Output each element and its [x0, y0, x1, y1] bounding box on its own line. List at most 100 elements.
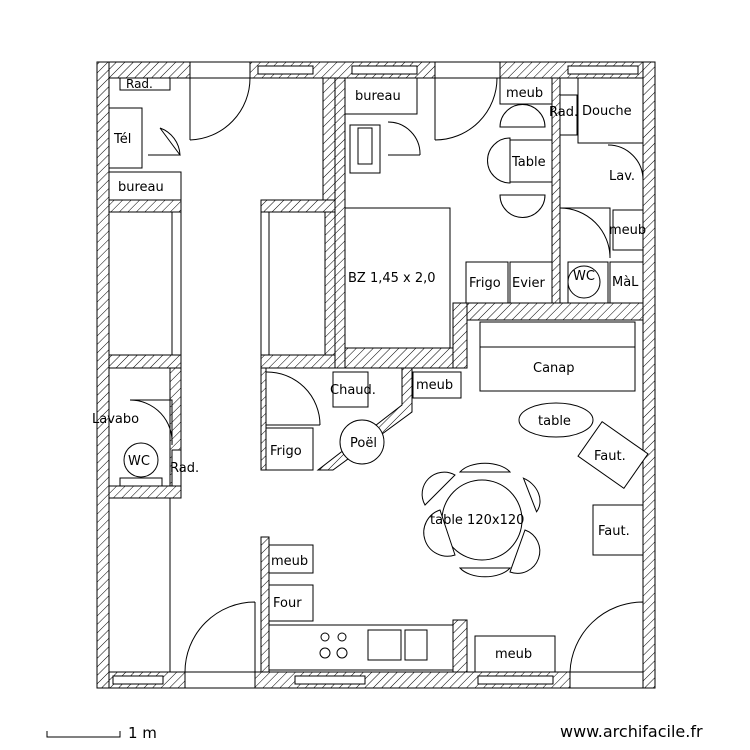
windows	[112, 61, 644, 689]
label-bureau-left: bureau	[118, 180, 164, 195]
faut-1	[577, 421, 649, 489]
closet-left-3	[108, 497, 171, 673]
label-lavabo: Lavabo	[92, 412, 139, 427]
burner-4	[336, 647, 348, 659]
door-bureau	[387, 121, 421, 156]
mal	[609, 261, 644, 304]
window-top-1	[189, 61, 251, 79]
meub-bottom	[474, 635, 556, 673]
wall-room-bottom	[344, 347, 454, 369]
wall-center-h2	[260, 354, 336, 369]
scale-label: 1 m	[128, 724, 157, 742]
chair-bottom	[499, 194, 546, 218]
chair-r2	[522, 477, 541, 513]
frigo-kitchen	[465, 261, 509, 304]
bureau-chair-inner	[357, 127, 373, 165]
wall-left-h3	[108, 485, 182, 499]
window-bottom-4	[477, 675, 554, 685]
doors	[129, 77, 644, 673]
door-wc	[129, 399, 173, 446]
window-bottom-5	[569, 671, 644, 689]
label-tel: Tél	[113, 132, 131, 147]
label-meub-mid: meub	[416, 378, 453, 393]
wc-right-bowl	[567, 265, 601, 299]
chair-r4	[458, 567, 512, 578]
rad-right	[559, 94, 578, 136]
wall-left-h2	[108, 354, 182, 369]
wall-center-v3	[324, 211, 336, 369]
label-evier: Evier	[512, 276, 546, 291]
wall-step-v	[452, 302, 468, 369]
wall-center-v1	[322, 77, 336, 201]
label-table-round: table 120x120	[430, 513, 524, 528]
bureau-left	[108, 171, 182, 201]
door-top-mid	[434, 77, 498, 141]
label-frigo-kitchen: Frigo	[469, 276, 501, 291]
meub-top	[499, 77, 553, 105]
wall-right-lower-v	[452, 619, 468, 673]
door-bath	[559, 207, 611, 259]
label-rad-left: Rad.	[170, 461, 199, 476]
label-mal: MàL	[612, 275, 639, 290]
label-rad-right: Rad.	[549, 105, 578, 120]
label-rad-top: Rad.	[126, 77, 153, 91]
sink-1	[367, 629, 402, 661]
closet-left-2	[268, 211, 326, 356]
window-bottom-1	[112, 675, 164, 685]
wall-step	[452, 302, 644, 321]
chair-r3	[509, 529, 541, 574]
label-meub-right: meub	[609, 223, 646, 238]
label-chaud: Chaud.	[330, 383, 376, 398]
burner-2	[337, 632, 347, 642]
label-wc-left: WC	[128, 454, 150, 469]
label-meub-low: meub	[271, 554, 308, 569]
label-four: Four	[273, 596, 302, 611]
closet-left-1	[108, 211, 173, 356]
chair-r1	[458, 462, 512, 473]
label-wc-right: WC	[573, 269, 595, 284]
chair-r6	[421, 471, 456, 506]
douche	[577, 77, 644, 144]
wall-center-h	[260, 199, 336, 213]
chair-r5	[423, 509, 456, 557]
label-bureau-top: bureau	[355, 89, 401, 104]
door-tel	[148, 127, 181, 156]
label-frigo-entry: Frigo	[270, 444, 302, 459]
canap-back	[479, 321, 636, 348]
bed	[344, 207, 451, 349]
chair-top	[499, 104, 546, 128]
meub-low	[268, 544, 314, 574]
watermark: www.archifacile.fr	[560, 722, 703, 741]
wall-right	[642, 61, 656, 689]
burner-3	[319, 647, 331, 659]
wc-left-bowl	[123, 442, 159, 478]
wall-left	[96, 61, 110, 689]
window-top-4	[434, 61, 501, 79]
frigo-entry	[265, 427, 314, 471]
canap	[479, 346, 636, 392]
label-douche: Douche	[582, 104, 632, 119]
label-table-oval: table	[538, 414, 571, 429]
table-small	[509, 139, 553, 183]
wall-left-h1	[108, 199, 182, 213]
sink-2	[404, 629, 428, 661]
door-bottom-left	[184, 601, 256, 673]
bureau-top	[344, 77, 418, 115]
window-bottom-3	[294, 675, 366, 685]
label-meub-top: meub	[506, 86, 543, 101]
door-entry	[265, 371, 321, 426]
door-bottom-right	[569, 601, 644, 673]
window-top-3	[351, 65, 418, 75]
label-faut-1: Faut.	[594, 449, 626, 464]
label-canap: Canap	[533, 361, 575, 376]
scale-bar	[46, 731, 121, 738]
label-lav: Lav.	[609, 169, 635, 184]
label-table-small: Table	[511, 155, 546, 170]
wall-entry-v	[260, 367, 267, 471]
wall-bath-v	[551, 77, 561, 304]
faut-2	[592, 504, 644, 556]
label-poel: Poël	[350, 436, 377, 451]
closet-door-1	[171, 211, 182, 356]
meub-mid	[412, 371, 462, 399]
